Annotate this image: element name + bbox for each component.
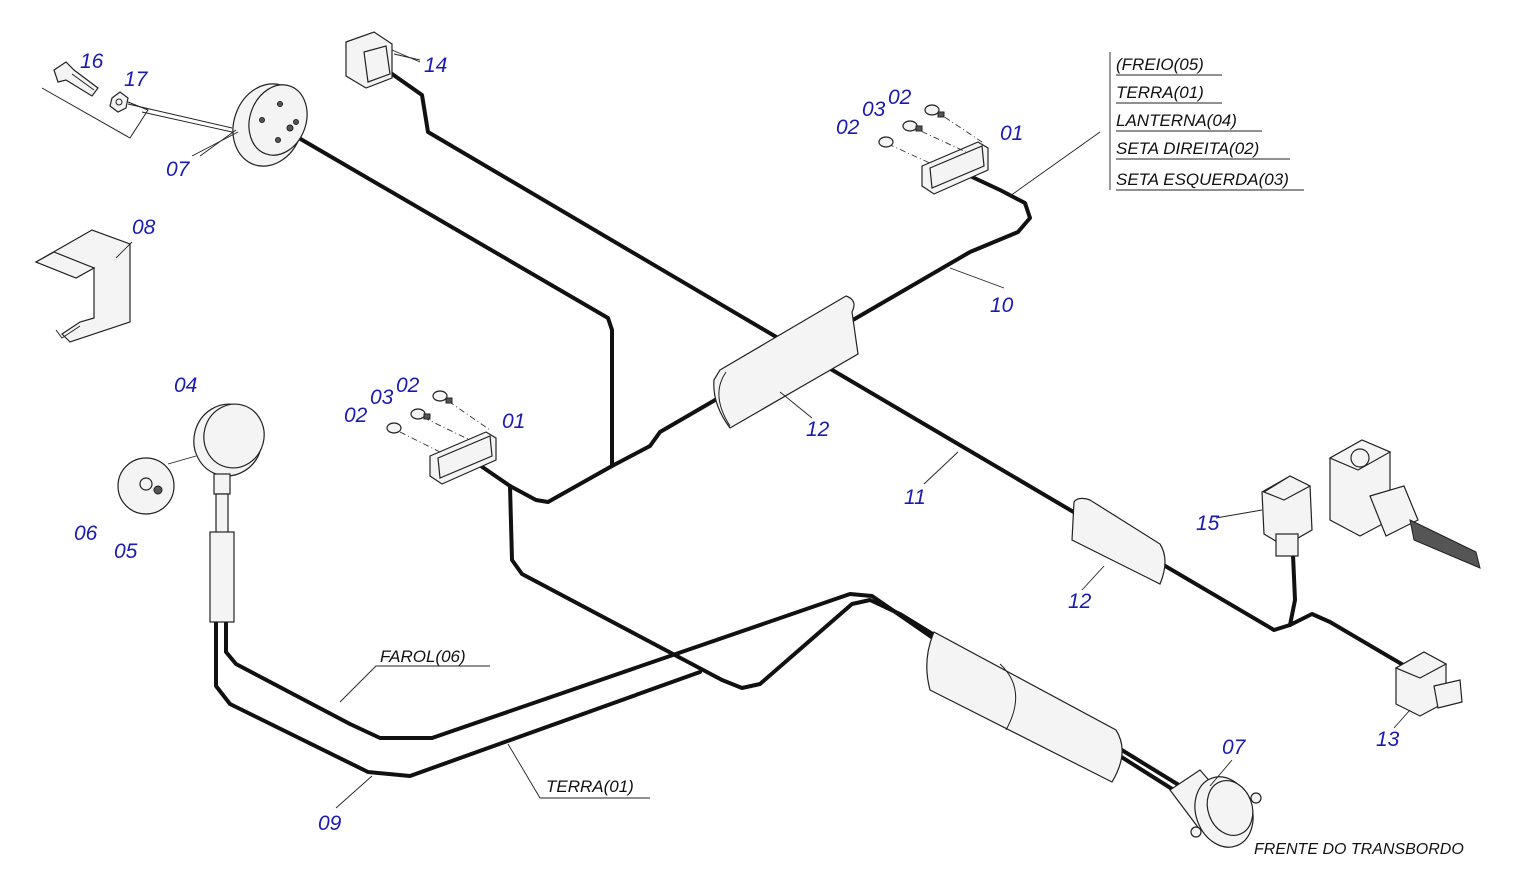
callout-12-lower: 12 <box>1068 590 1092 613</box>
label-lanterna: LANTERNA(04) <box>1116 111 1237 130</box>
sleeve-12-lower <box>1071 497 1166 591</box>
callout-10: 10 <box>990 294 1014 317</box>
callout-02-right-top: 02 <box>888 86 912 109</box>
callout-02-center-bottom: 02 <box>344 404 368 427</box>
callout-16: 16 <box>80 50 104 73</box>
wire-function-labels: (FREIO(05) TERRA(01) LANTERNA(04) SETA D… <box>380 55 1289 796</box>
plug-socket-right <box>1328 439 1481 569</box>
screw-16 <box>53 61 99 97</box>
tail-lamp-01-right <box>878 104 989 195</box>
wire-center-to-rear-left <box>476 462 614 504</box>
footer-note: FRENTE DO TRANSBORDO <box>1254 841 1464 858</box>
callout-04: 04 <box>174 374 197 397</box>
callout-14: 14 <box>424 54 447 77</box>
wire-11 <box>290 132 614 468</box>
callout-09: 09 <box>318 812 342 835</box>
wire-14-to-15 <box>373 60 1297 632</box>
callout-02-center-top: 02 <box>396 374 420 397</box>
connector-13 <box>1394 651 1463 717</box>
callout-11: 11 <box>904 486 926 509</box>
tail-lamp-01-center <box>386 390 497 485</box>
callout-13: 13 <box>1376 728 1400 751</box>
callout-05: 05 <box>114 540 138 563</box>
bracket-08 <box>34 229 131 343</box>
break-line-16-17 <box>41 87 149 139</box>
label-freio: (FREIO(05) <box>1116 55 1204 74</box>
label-terra-top: TERRA(01) <box>1116 83 1204 102</box>
callout-07-top: 07 <box>166 158 191 181</box>
wire-to-13 <box>1288 612 1407 668</box>
callout-01-center: 01 <box>502 410 525 433</box>
sleeve-front <box>926 631 1123 783</box>
wire-10 <box>610 174 1032 468</box>
callout-15: 15 <box>1196 512 1220 535</box>
sleeve-12-upper <box>713 295 859 429</box>
bulb-holder-05-06 <box>117 455 197 515</box>
label-terra-bottom: TERRA(01) <box>546 777 634 796</box>
headlight-04 <box>193 403 265 623</box>
callout-01-right: 01 <box>1000 122 1023 145</box>
callout-03-right: 03 <box>862 98 886 121</box>
front-lamp-07 <box>1169 769 1262 848</box>
callout-02-right-bottom: 02 <box>836 116 860 139</box>
callout-07-front: 07 <box>1222 736 1247 759</box>
callout-03-center: 03 <box>370 386 394 409</box>
callout-17: 17 <box>124 68 149 91</box>
wire-label-bracket <box>339 52 1304 799</box>
callout-labels: 16 17 07 14 08 04 06 05 02 03 02 01 02 0… <box>74 50 1400 835</box>
callout-08: 08 <box>132 216 156 239</box>
callout-06: 06 <box>74 522 98 545</box>
wire-09-double <box>214 592 1182 796</box>
leader-lines <box>115 53 1411 809</box>
label-seta-esquerda: SETA ESQUERDA(03) <box>1116 170 1289 189</box>
callout-12-upper: 12 <box>806 418 830 441</box>
label-seta-direita: SETA DIREITA(02) <box>1116 139 1259 158</box>
connector-15 <box>1261 475 1313 557</box>
rear-lamp-07-top <box>232 83 308 167</box>
connector-14 <box>345 31 421 89</box>
nut-17 <box>109 91 129 113</box>
label-farol: FAROL(06) <box>380 647 466 666</box>
